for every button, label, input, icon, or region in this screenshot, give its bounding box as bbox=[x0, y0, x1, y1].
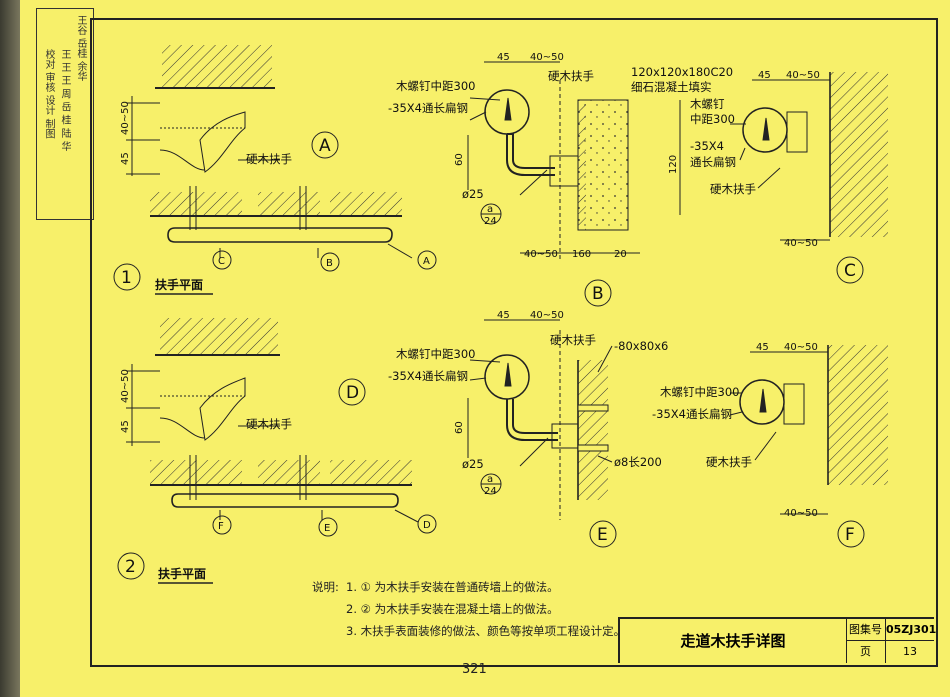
label-wood-screw-F: 木螺钉中距300 bbox=[660, 385, 739, 399]
signature-col-1: 校对 审核 设计 制图 bbox=[43, 49, 54, 139]
signature-col-3: 王谷 岳桂 余华 bbox=[75, 15, 86, 82]
label-handrail-C: 硬木扶手 bbox=[710, 182, 756, 196]
detail-D-elevation bbox=[126, 318, 280, 446]
dim-45-F: 45 bbox=[756, 342, 769, 353]
atlas-number: 05ZJ301 bbox=[886, 619, 936, 641]
label-wood-screw-C1: 木螺钉 bbox=[690, 97, 725, 111]
label-flat-steel-B: -35X4通长扁钢 bbox=[388, 101, 468, 115]
label-wood-screw-C2: 中距300 bbox=[690, 112, 735, 126]
plan-1-drawing bbox=[150, 186, 413, 259]
dim-45-D: 45 bbox=[120, 420, 131, 433]
dim-120-B: 120 bbox=[668, 155, 679, 174]
detail-F-section bbox=[729, 345, 888, 515]
notes-lead: 说明: bbox=[312, 580, 339, 594]
ref-a-E: a bbox=[487, 474, 493, 485]
ref-A-plan: A bbox=[423, 256, 430, 267]
label-dia25-B: ø25 bbox=[462, 187, 484, 201]
dim-40-50-1: 40~50 bbox=[120, 101, 131, 135]
detail-1-elevation bbox=[126, 45, 280, 176]
label-flat-steel-C1: -35X4 bbox=[690, 139, 724, 153]
detail-number-1: 1 bbox=[121, 268, 132, 288]
label-handrail-E: 硬木扶手 bbox=[550, 333, 596, 347]
dim-40-50-F: 40~50 bbox=[784, 342, 818, 353]
callout-D: D bbox=[346, 383, 359, 403]
plan-1-title: 扶手平面 bbox=[155, 277, 203, 292]
book-page-number: 321 bbox=[462, 662, 487, 677]
dim-40-50-F2: 40~50 bbox=[784, 508, 818, 519]
note-1: 1. ① 为木扶手安装在普通砖墙上的做法。 bbox=[346, 580, 559, 594]
dim-45-E: 45 bbox=[497, 310, 510, 321]
callout-C: C bbox=[844, 261, 856, 281]
callout-F: F bbox=[845, 525, 855, 545]
note-3: 3. 木扶手表面装修的做法、颜色等按单项工程设计定。 bbox=[346, 624, 626, 638]
label-concrete-fill-1: 120x120x180C20 bbox=[631, 65, 733, 79]
label-dia25-E: ø25 bbox=[462, 457, 484, 471]
detail-B-section bbox=[467, 61, 681, 260]
detail-C-section bbox=[730, 72, 888, 241]
dim-40-50-C2: 40~50 bbox=[784, 238, 818, 249]
label-hardwood-handrail-1: 硬木扶手 bbox=[246, 152, 292, 166]
ref-C-plan: C bbox=[218, 256, 225, 267]
label-flat-steel-F: -35X4通长扁钢 bbox=[652, 407, 732, 421]
page-label: 页 bbox=[846, 641, 886, 663]
detail-number-2: 2 bbox=[125, 557, 136, 577]
callout-E: E bbox=[597, 525, 608, 545]
label-bar-E: ø8长200 bbox=[614, 455, 662, 469]
label-plate-E: -80x80x6 bbox=[614, 339, 668, 353]
label-flat-steel-E: -35X4通长扁钢 bbox=[388, 369, 468, 383]
book-binding bbox=[0, 0, 20, 697]
detail-E-section bbox=[467, 319, 613, 520]
ref-B-plan: B bbox=[326, 258, 333, 269]
label-handrail-B: 硬木扶手 bbox=[548, 69, 594, 83]
label-concrete-fill-2: 细石混凝土填实 bbox=[631, 80, 712, 94]
signature-strip: 校对 审核 设计 制图 王 王 王 周 岳 桂 陆 华 王谷 岳桂 余华 bbox=[36, 8, 94, 220]
dim-40-50-C: 40~50 bbox=[786, 70, 820, 81]
dim-160-B: 160 bbox=[572, 249, 591, 260]
ref-24-E: 24 bbox=[484, 486, 497, 497]
dim-20-B: 20 bbox=[614, 249, 627, 260]
ref-a-B: a bbox=[487, 204, 493, 215]
dim-40-50-B2: 40~50 bbox=[524, 249, 558, 260]
ref-E-plan: E bbox=[324, 523, 330, 534]
label-flat-steel-C2: 通长扁钢 bbox=[690, 155, 736, 169]
plan-2-drawing bbox=[150, 455, 419, 523]
dim-60-E: 60 bbox=[454, 421, 465, 434]
dim-45-1: 45 bbox=[120, 152, 131, 165]
drawing-title: 走道木扶手详图 bbox=[620, 619, 847, 663]
ref-24-B: 24 bbox=[484, 216, 497, 227]
dim-60-B: 60 bbox=[454, 153, 465, 166]
sheet-page-number: 13 bbox=[903, 645, 917, 658]
dim-40-50-D: 40~50 bbox=[120, 369, 131, 403]
label-wood-screw-B: 木螺钉中距300 bbox=[396, 79, 475, 93]
label-handrail-F: 硬木扶手 bbox=[706, 455, 752, 469]
title-block: 走道木扶手详图 图集号 05ZJ301 页 13 bbox=[618, 617, 936, 663]
note-2: 2. ② 为木扶手安装在混凝土墙上的做法。 bbox=[346, 602, 559, 616]
callout-B: B bbox=[592, 284, 604, 304]
label-wood-screw-E: 木螺钉中距300 bbox=[396, 347, 475, 361]
drawing-frame bbox=[90, 18, 938, 667]
callout-A: A bbox=[319, 136, 331, 156]
dim-45-B: 45 bbox=[497, 52, 510, 63]
ref-D-plan: D bbox=[423, 520, 431, 531]
label-hardwood-handrail-D: 硬木扶手 bbox=[246, 417, 292, 431]
dim-45-C: 45 bbox=[758, 70, 771, 81]
ref-F-plan: F bbox=[218, 521, 224, 532]
dim-40-50-E: 40~50 bbox=[530, 310, 564, 321]
plan-2-title: 扶手平面 bbox=[158, 566, 206, 581]
atlas-label: 图集号 bbox=[846, 619, 886, 641]
dim-40-50-B: 40~50 bbox=[530, 52, 564, 63]
signature-col-2: 王 王 王 周 岳 桂 陆 华 bbox=[59, 49, 70, 152]
